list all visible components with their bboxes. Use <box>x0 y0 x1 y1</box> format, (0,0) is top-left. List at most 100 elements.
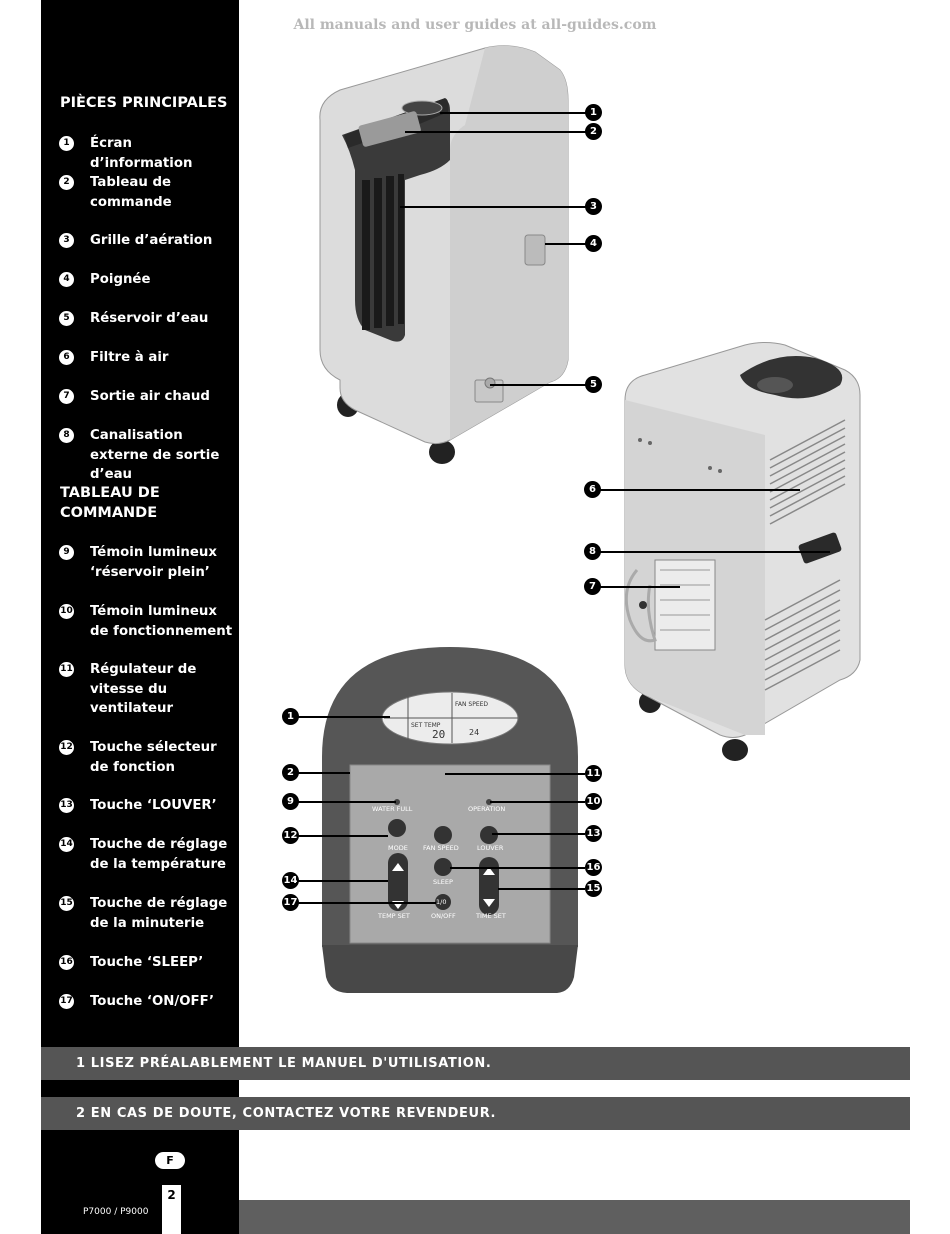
leader-line <box>405 131 586 133</box>
timer-readout: 24 <box>469 728 480 737</box>
item-number: 7 <box>59 389 74 404</box>
section-title-control-panel: TABLEAU DE COMMANDE <box>60 485 160 521</box>
item-number: 8 <box>59 428 74 443</box>
item-label: Témoin lumineux de fonctionnement <box>90 604 233 639</box>
leader-line <box>545 243 586 245</box>
notice-bar: 1 LISEZ PRÉALABLEMENT LE MANUEL D'UTILIS… <box>41 1047 910 1080</box>
item-label: Touche ‘LOUVER’ <box>90 798 217 813</box>
callout-10: 10 <box>585 793 602 810</box>
item-number: 3 <box>59 233 74 248</box>
callout-6: 6 <box>584 481 601 498</box>
section-title-main-parts: PIÈCES PRINCIPALES <box>60 95 228 111</box>
leader-line <box>400 206 586 208</box>
temp-readout: 20 <box>432 728 446 741</box>
list-item: 12 Touche sélecteur de fonction <box>59 738 237 777</box>
item-label: Touche de réglage de la température <box>90 837 228 872</box>
callout-4: 4 <box>585 235 602 252</box>
callout-1: 1 <box>585 104 602 121</box>
control-panel-illustration: FAN SPEED SET TEMP 20 24 WATER FULL OPER… <box>322 647 578 997</box>
callout-12: 12 <box>282 827 299 844</box>
leader-line <box>440 112 586 114</box>
notice-bar: 2 EN CAS DE DOUTE, CONTACTEZ VOTRE REVEN… <box>41 1097 910 1130</box>
list-item: 16 Touche ‘SLEEP’ <box>59 953 237 973</box>
callout-5: 5 <box>585 376 602 393</box>
water-full-label: WATER FULL <box>372 805 413 813</box>
leader-line <box>298 880 388 882</box>
sleep-label: SLEEP <box>433 878 453 886</box>
list-item: 8 Canalisation externe de sortie d’eau <box>59 426 237 485</box>
louver-label: LOUVER <box>477 844 504 852</box>
item-number: 10 <box>59 604 74 619</box>
item-label: Touche ‘SLEEP’ <box>90 955 204 970</box>
item-label: Sortie air chaud <box>90 389 210 404</box>
item-label: Touche sélecteur de fonction <box>90 740 217 775</box>
callout-1: 1 <box>282 708 299 725</box>
item-number: 6 <box>59 350 74 365</box>
item-label: Filtre à air <box>90 350 169 365</box>
item-label: Témoin lumineux ‘réservoir plein’ <box>90 545 217 580</box>
item-label: Touche de réglage de la minuterie <box>90 896 228 931</box>
watermark: All manuals and user guides at all-guide… <box>293 17 657 33</box>
callout-14: 14 <box>282 872 299 889</box>
list-item: 11 Régulateur de vitesse du ventilateur <box>59 660 237 719</box>
item-number: 16 <box>59 955 74 970</box>
callout-9: 9 <box>282 793 299 810</box>
on-off-label: ON/OFF <box>431 912 456 920</box>
language-badge: F <box>155 1152 185 1169</box>
notice-text: 2 EN CAS DE DOUTE, CONTACTEZ VOTRE REVEN… <box>76 1106 497 1121</box>
list-item: 7 Sortie air chaud <box>59 387 237 407</box>
item-label: Écran d’information <box>90 136 193 171</box>
mode-label: MODE <box>388 844 408 852</box>
item-number: 12 <box>59 740 74 755</box>
front-unit-illustration <box>319 45 569 464</box>
leader-line <box>298 772 350 774</box>
temp-set-label: TEMP SET <box>378 912 410 920</box>
list-item: 2 Tableau de commande <box>59 173 237 212</box>
list-item: 6 Filtre à air <box>59 348 237 368</box>
leader-line <box>450 867 585 869</box>
item-label: Canalisation externe de sortie d’eau <box>90 428 220 482</box>
callout-11: 11 <box>585 765 602 782</box>
item-number: 9 <box>59 545 74 560</box>
back-unit-illustration <box>624 342 861 761</box>
on-off-symbol: 1/0 <box>436 898 447 906</box>
leader-line <box>298 902 436 904</box>
page-number: 2 <box>162 1185 181 1234</box>
item-label: Grille d’aération <box>90 233 213 248</box>
leader-line <box>445 773 585 775</box>
operation-label: OPERATION <box>468 805 506 813</box>
leader-line <box>298 716 390 718</box>
callout-15: 15 <box>585 880 602 897</box>
model-number: P7000 / P9000 <box>83 1207 149 1217</box>
callout-16: 16 <box>585 859 602 876</box>
leader-line <box>600 551 830 553</box>
item-number: 15 <box>59 896 74 911</box>
callout-7: 7 <box>584 578 601 595</box>
list-item: 3 Grille d’aération <box>59 231 237 251</box>
list-item: 15 Touche de réglage de la minuterie <box>59 894 237 933</box>
item-label: Poignée <box>90 272 151 287</box>
leader-line <box>498 888 585 890</box>
callout-13: 13 <box>585 825 602 842</box>
leader-line <box>600 489 800 491</box>
callout-8: 8 <box>584 543 601 560</box>
callout-2: 2 <box>585 123 602 140</box>
time-set-label: TIME SET <box>476 912 506 920</box>
leader-line <box>298 801 396 803</box>
leader-line <box>492 833 585 835</box>
item-label: Régulateur de vitesse du ventilateur <box>90 662 197 716</box>
item-label: Tableau de commande <box>90 175 172 210</box>
fan-speed-label: FAN SPEED <box>423 844 459 852</box>
callout-17: 17 <box>282 894 299 911</box>
item-number: 2 <box>59 175 74 190</box>
list-item: 10 Témoin lumineux de fonctionnement <box>59 602 237 641</box>
item-number: 11 <box>59 662 74 677</box>
footer-bar <box>239 1200 910 1234</box>
item-number: 13 <box>59 798 74 813</box>
